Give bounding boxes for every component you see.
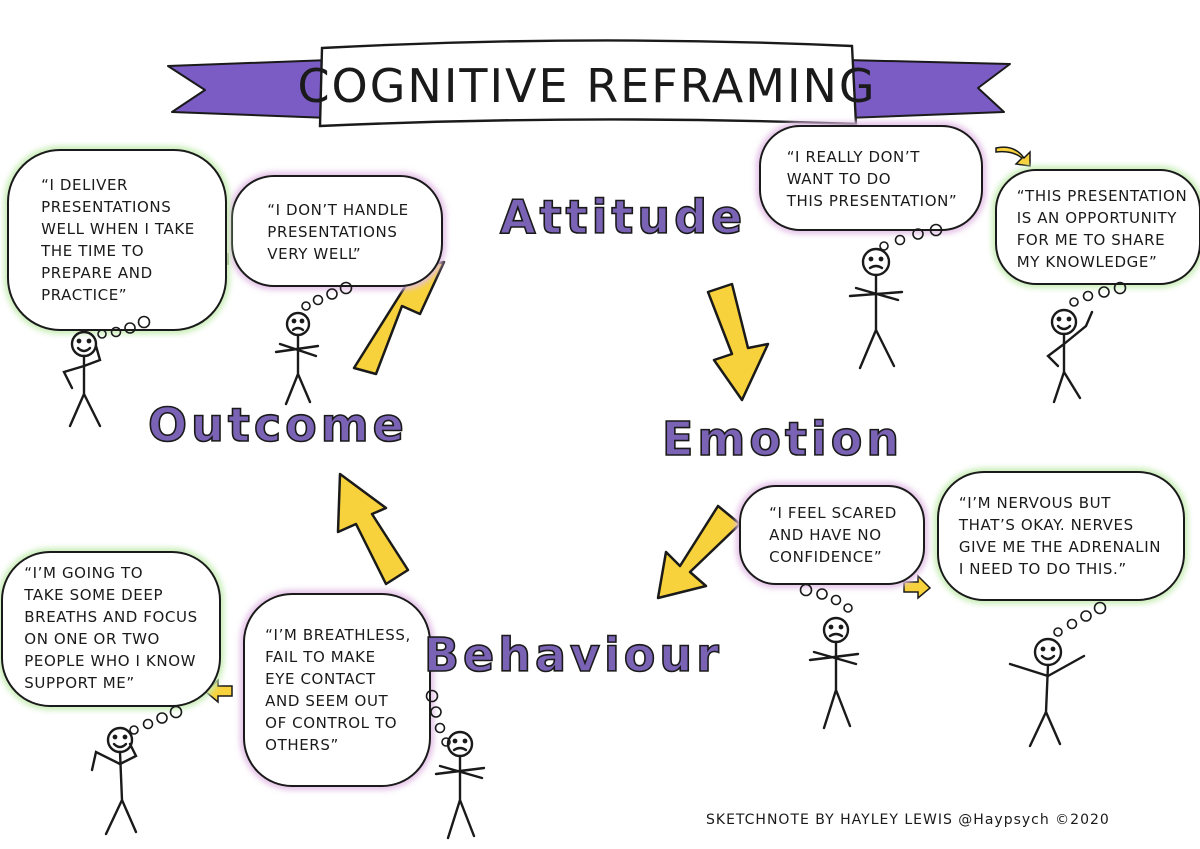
cloud-negative-emotion xyxy=(736,482,928,588)
stick-figure-happy-attitude xyxy=(1046,308,1094,404)
thought-dots xyxy=(97,223,1127,747)
thought-negative-attitude: “I REALLY DON’T WANT TO DO THIS PRESENTA… xyxy=(786,148,958,210)
reframe-arrow-emotion xyxy=(903,574,932,600)
stage-label-outcome: Outcome xyxy=(147,397,408,453)
cloud-negative-attitude xyxy=(756,122,986,234)
stage-label-behaviour: Behaviour xyxy=(423,627,723,683)
cloud-reframed-behaviour xyxy=(0,548,224,710)
stick-figure-sad-emotion xyxy=(808,616,860,730)
cloud-negative-behaviour xyxy=(240,590,434,790)
title-banner xyxy=(167,39,1011,128)
stick-figure-happy-behaviour xyxy=(90,726,138,836)
thought-reframed-behaviour: “I’M GOING TO TAKE SOME DEEP BREATHS AND… xyxy=(24,564,198,692)
banner-ribbon-left xyxy=(167,59,331,119)
thought-reframed-emotion: “I’M NERVOUS BUT THAT’S OKAY. NERVES GIV… xyxy=(958,494,1162,578)
thought-negative-emotion: “I FEEL SCARED AND HAVE NO CONFIDENCE” xyxy=(769,504,897,566)
stick-figure-sad-attitude xyxy=(848,247,904,370)
cloud-reframed-attitude xyxy=(992,166,1200,288)
arrow-behaviour-to-outcome xyxy=(336,472,410,586)
page-title: COGNITIVE REFRAMING xyxy=(297,59,877,113)
author-credit: SKETCHNOTE BY HAYLEY LEWIS @Haypsych ©20… xyxy=(706,812,1110,828)
cloud-negative-outcome xyxy=(228,172,446,290)
thought-reframed-attitude: “THIS PRESENTATION IS AN OPPORTUNITY FOR… xyxy=(1016,187,1188,271)
cloud-reframed-emotion xyxy=(934,468,1188,604)
cloud-reframed-outcome xyxy=(4,146,230,334)
thought-negative-behaviour: “I’M BREATHLESS, FAIL TO MAKE EYE CONTAC… xyxy=(265,626,411,754)
cycle-arrows xyxy=(336,260,770,600)
arrow-emotion-to-behaviour xyxy=(656,504,742,600)
stick-figure-sad-outcome xyxy=(274,311,320,406)
thought-reframed-outcome: “I DELIVER PRESENTATIONS WELL WHEN I TAK… xyxy=(41,176,195,304)
stage-label-emotion: Emotion xyxy=(661,411,904,467)
stick-figure-happy-emotion xyxy=(1008,637,1086,748)
thought-negative-outcome: “I DON’T HANDLE PRESENTATIONS VERY WELL” xyxy=(267,201,409,263)
stick-figure-happy-outcome xyxy=(62,330,102,428)
stick-figure-sad-behaviour xyxy=(434,730,486,840)
reframe-arrow-attitude xyxy=(995,146,1031,167)
stage-label-attitude: Attitude xyxy=(499,189,747,245)
arrow-attitude-to-emotion xyxy=(706,282,770,402)
